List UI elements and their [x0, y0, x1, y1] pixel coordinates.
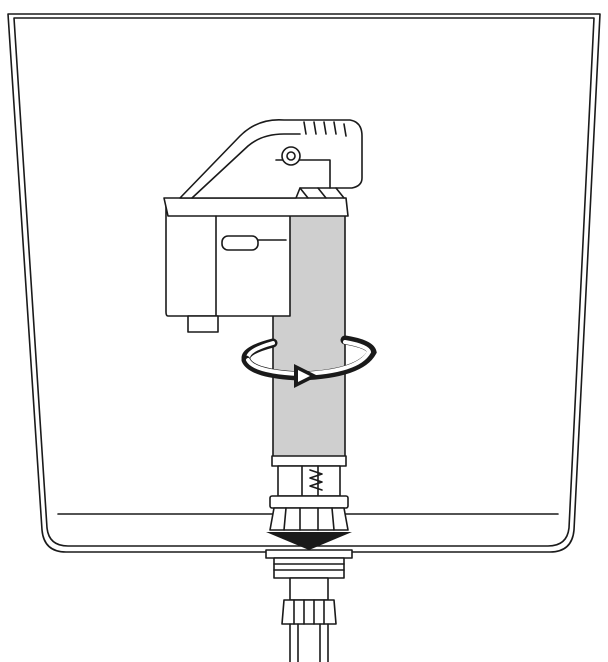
- supply-hose: [289, 623, 329, 662]
- coupler-collar: [271, 455, 347, 467]
- threaded-shank: [273, 557, 345, 579]
- valve-head-slot: [221, 235, 259, 251]
- shank-neck: [289, 577, 329, 601]
- rotate-arrow-front-highlight: [246, 340, 372, 377]
- adjust-screw-inner: [286, 151, 296, 161]
- coupler-body: [277, 465, 341, 497]
- rotate-arrow-head-inner: [298, 370, 310, 382]
- coupler-locknut-ridges: [283, 507, 335, 531]
- tank-outer-wall: [7, 13, 601, 553]
- valve-head-housing: [165, 199, 291, 317]
- valve-head-nozzle: [187, 315, 219, 333]
- valve-head-right-bracket: [299, 187, 345, 199]
- float-cap-vents: [303, 121, 347, 137]
- coupler-locknut: [269, 507, 349, 531]
- valve-head-top-plate: [163, 197, 349, 217]
- rotate-arrow-icon: [241, 335, 377, 388]
- coupler-lock-ring: [269, 495, 349, 509]
- float-cap-ridge: [191, 133, 301, 199]
- tank-washer: [265, 549, 353, 559]
- tank-inner-wall: [13, 17, 595, 547]
- valve-head: [163, 119, 363, 333]
- supply-line: [265, 549, 353, 662]
- coupler-teeth: [301, 465, 323, 497]
- shaft-coupler: [269, 455, 349, 531]
- down-arrow-icon: [266, 532, 352, 550]
- float-cap: [179, 119, 363, 199]
- coupling-nut-ridges: [293, 599, 325, 625]
- coupling-nut: [281, 599, 337, 625]
- shank-threads: [273, 563, 345, 571]
